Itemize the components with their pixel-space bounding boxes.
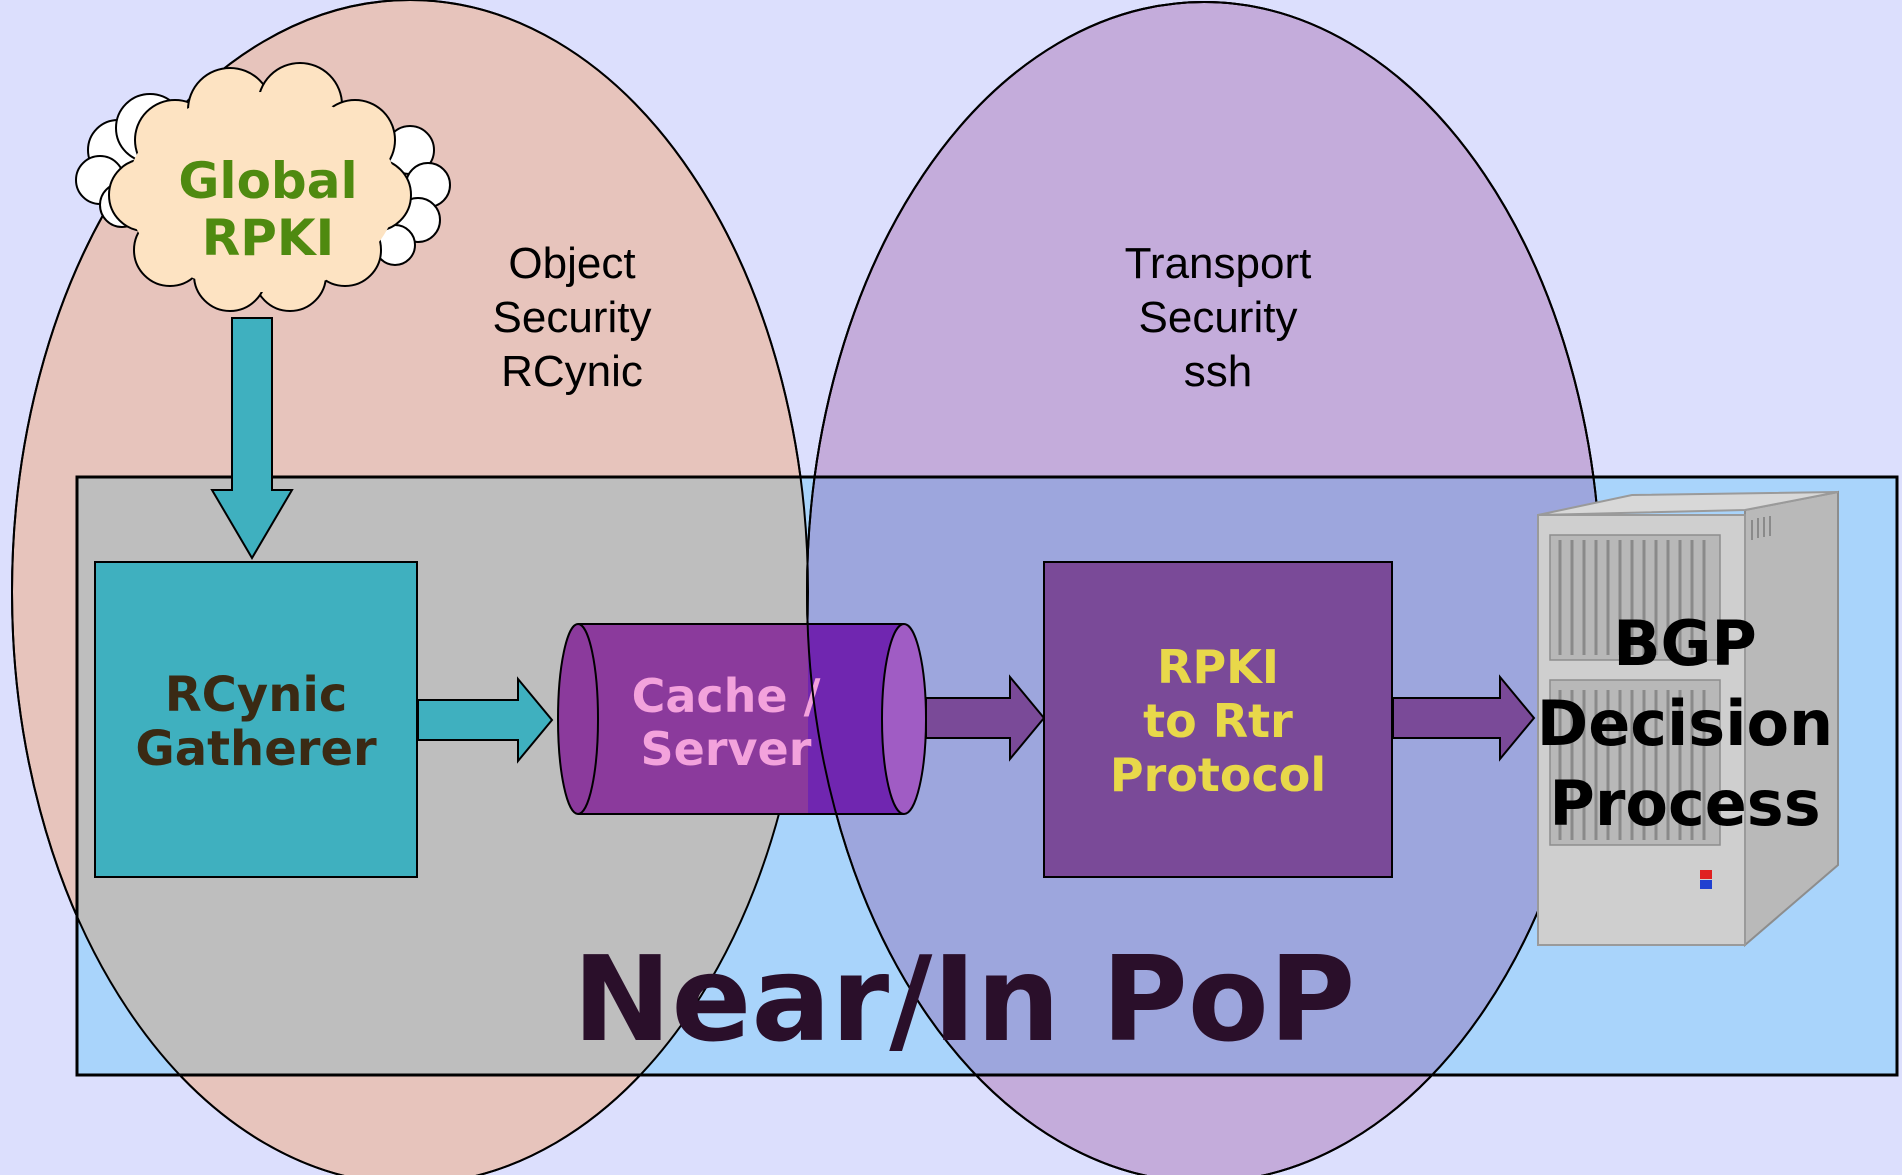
cache-line1: Cache /: [632, 669, 821, 723]
object-security-label: Object Security RCynic: [493, 239, 652, 396]
global-rpki-cloud-icon: Global RPKI: [75, 62, 451, 312]
object-security-line2: Security: [493, 293, 652, 342]
cache-to-rtr-arrow: [925, 674, 1046, 762]
rtr-line3: Protocol: [1110, 748, 1326, 802]
cloud-line2: RPKI: [202, 209, 335, 267]
transport-security-line1: Transport: [1125, 239, 1312, 288]
bgp-line2: Decision: [1537, 687, 1833, 760]
cache-line2: Server: [641, 722, 812, 776]
rpki-rtr-protocol-box: [1043, 561, 1393, 878]
gatherer-line1: RCynic: [165, 667, 348, 723]
pop-label: Near/In PoP: [573, 930, 1356, 1068]
router-cabinet-icon: [1537, 490, 1839, 948]
transport-security-line2: Security: [1139, 293, 1298, 342]
bgp-line3: Process: [1549, 767, 1820, 840]
transport-security-line3: ssh: [1184, 347, 1252, 396]
rtr-line2: to Rtr: [1143, 694, 1293, 748]
rcynic-gatherer-box: [94, 561, 418, 878]
bgp-line1: BGP: [1613, 607, 1757, 680]
transport-security-label: Transport Security ssh: [1125, 239, 1312, 396]
pop-box-outline: [75, 475, 1899, 1077]
cache-server-cylinder: [557, 623, 927, 815]
gatherer-line2: Gatherer: [135, 721, 377, 777]
cloud-to-gatherer-arrow: [210, 317, 294, 560]
gatherer-to-cache-arrow: [417, 676, 554, 764]
object-security-line3: RCynic: [501, 347, 643, 396]
object-security-line1: Object: [508, 239, 635, 288]
rtr-line1: RPKI: [1157, 640, 1279, 694]
rtr-to-bgp-arrow: [1392, 674, 1536, 762]
cloud-line1: Global: [178, 152, 357, 210]
